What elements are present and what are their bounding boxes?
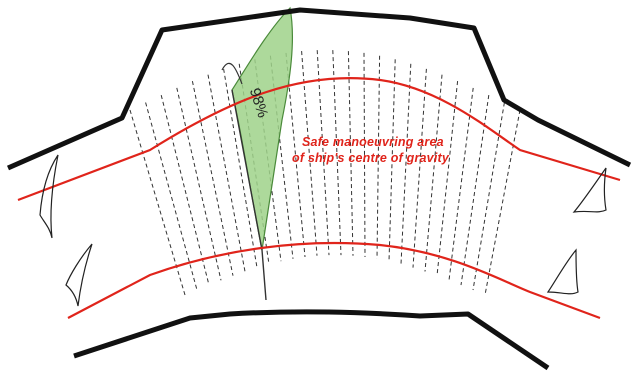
cross-track-line xyxy=(484,109,521,296)
cross-track-lines xyxy=(129,50,521,296)
cross-track-line xyxy=(176,87,222,281)
distribution-sketch-left-upper xyxy=(39,154,59,239)
cross-track-line xyxy=(376,55,381,259)
distribution-sketch-right-upper xyxy=(572,167,607,213)
cross-track-line xyxy=(460,95,490,286)
cross-track-line xyxy=(301,51,318,256)
cross-track-line xyxy=(424,74,443,272)
cross-track-line xyxy=(223,68,258,268)
cross-track-line xyxy=(472,102,505,291)
safe-area-lower-boundary xyxy=(67,241,601,320)
channel-upper-bank xyxy=(6,7,632,171)
cross-track-line xyxy=(412,68,427,268)
annotation-line-1: Safe manoeuvring area xyxy=(302,135,444,149)
distribution-sketch-right-lower xyxy=(546,248,579,295)
cross-track-line xyxy=(347,51,354,256)
cross-track-line xyxy=(363,52,366,258)
cross-track-line xyxy=(191,80,234,276)
cross-track-line xyxy=(332,50,342,256)
end-distribution-sketches xyxy=(39,154,607,307)
cross-track-line xyxy=(285,52,306,258)
small-distribution-top xyxy=(221,63,243,85)
cross-track-line xyxy=(400,63,412,265)
cross-track-line xyxy=(145,102,198,291)
cross-track-line xyxy=(388,59,396,262)
cross-track-line xyxy=(207,74,246,272)
safe-area-upper-boundary xyxy=(17,76,621,202)
annotation-line-2: of ship's centre of gravity xyxy=(292,151,450,165)
cross-track-line xyxy=(316,50,330,256)
cross-track-line xyxy=(269,55,294,259)
cross-track-line xyxy=(448,87,474,281)
probability-distribution-shape xyxy=(231,6,294,251)
distribution-axis xyxy=(231,89,267,301)
cross-track-line xyxy=(160,94,210,286)
distribution-sketch-left-lower xyxy=(65,243,93,307)
channel-lower-bank xyxy=(73,309,550,371)
cross-track-line xyxy=(436,81,459,276)
